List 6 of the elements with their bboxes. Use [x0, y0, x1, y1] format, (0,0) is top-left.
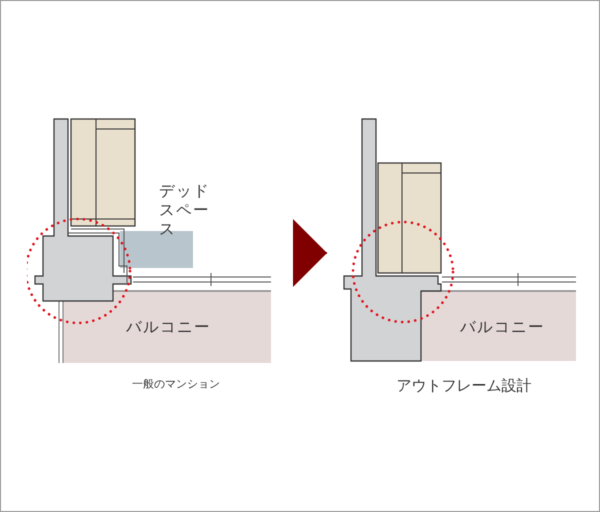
panel-caption: アウトフレーム設計	[396, 376, 532, 396]
arrow	[293, 219, 327, 287]
callout-text: デッドスペース	[159, 182, 211, 239]
area-label: バルコニー	[460, 317, 545, 338]
area-label: バルコニー	[126, 317, 211, 338]
panel-caption: 一般のマンション	[132, 376, 220, 392]
